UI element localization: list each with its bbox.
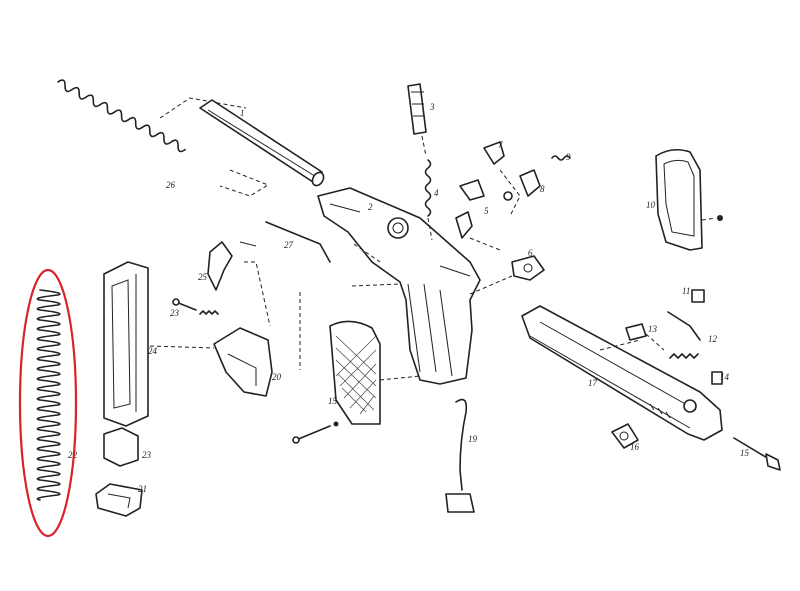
part-number-20: 20: [272, 372, 282, 382]
barrel-part: [199, 99, 325, 187]
part-number-6: 6: [528, 248, 533, 258]
slide-part: [521, 305, 723, 441]
part-number-7: 7: [498, 140, 503, 150]
red-highlight-ellipse: [18, 268, 78, 538]
part-number-14: 14: [720, 372, 730, 382]
right-grip-panel-part: [655, 148, 723, 251]
part-number-10: 10: [646, 200, 656, 210]
magazine-follower-part: [103, 427, 139, 467]
extractor-part: [625, 323, 723, 385]
part-number-21: 21: [138, 484, 147, 494]
dashed-guide: [421, 135, 433, 241]
dashed-guide: [701, 217, 717, 221]
part-number-13: 13: [648, 324, 658, 334]
part-number-19: 19: [468, 434, 478, 444]
part-number-24: 24: [148, 346, 158, 356]
part-number-16: 16: [630, 442, 640, 452]
part-number-3: 3: [429, 102, 435, 112]
part-number-22: 22: [68, 450, 78, 460]
part-number-25: 25: [198, 272, 208, 282]
hammer-part: [511, 255, 545, 281]
part-number-15-right: 15: [740, 448, 750, 458]
dashed-guide: [469, 169, 521, 251]
grip-screw-part: [292, 421, 339, 444]
part-number-23: 23: [170, 308, 180, 318]
part-number-26: 26: [166, 180, 176, 190]
sear-part: [455, 141, 571, 239]
magazine-part: [103, 261, 149, 427]
trigger-part: [207, 241, 233, 291]
recoil-spring-part: [57, 79, 186, 153]
dashed-guide: [645, 333, 665, 351]
hammer-spring-part: [407, 83, 432, 217]
rear-sight-part: [667, 289, 705, 341]
pin-and-spring-part: [172, 298, 219, 315]
part-number-17: 17: [588, 378, 598, 388]
left-grip-panel-part: [329, 320, 381, 425]
part-number-15: 15: [328, 396, 338, 406]
part-number-12: 12: [708, 334, 718, 344]
part-number-27: 27: [284, 240, 294, 250]
part-number-1: 1: [240, 108, 245, 118]
part-number-8: 8: [540, 184, 545, 194]
safety-part: [611, 423, 639, 449]
part-number-5: 5: [484, 206, 489, 216]
part-number-2: 2: [368, 202, 373, 212]
part-number-11: 11: [682, 286, 690, 296]
dashed-guide: [159, 97, 270, 197]
trigger-guard-part: [213, 327, 273, 397]
trigger-bar-part: [445, 398, 475, 513]
dashed-guide: [149, 243, 641, 381]
part-number-23-follower: 23: [142, 450, 152, 460]
part-number-4: 4: [434, 188, 439, 198]
firing-pin-part: [733, 437, 781, 471]
magazine-spring-part: [36, 289, 61, 501]
part-number-9: 9: [566, 152, 571, 162]
frame-part: [317, 187, 481, 385]
slide-stop-part: [239, 221, 331, 263]
magazine-floorplate-part: [95, 483, 143, 517]
